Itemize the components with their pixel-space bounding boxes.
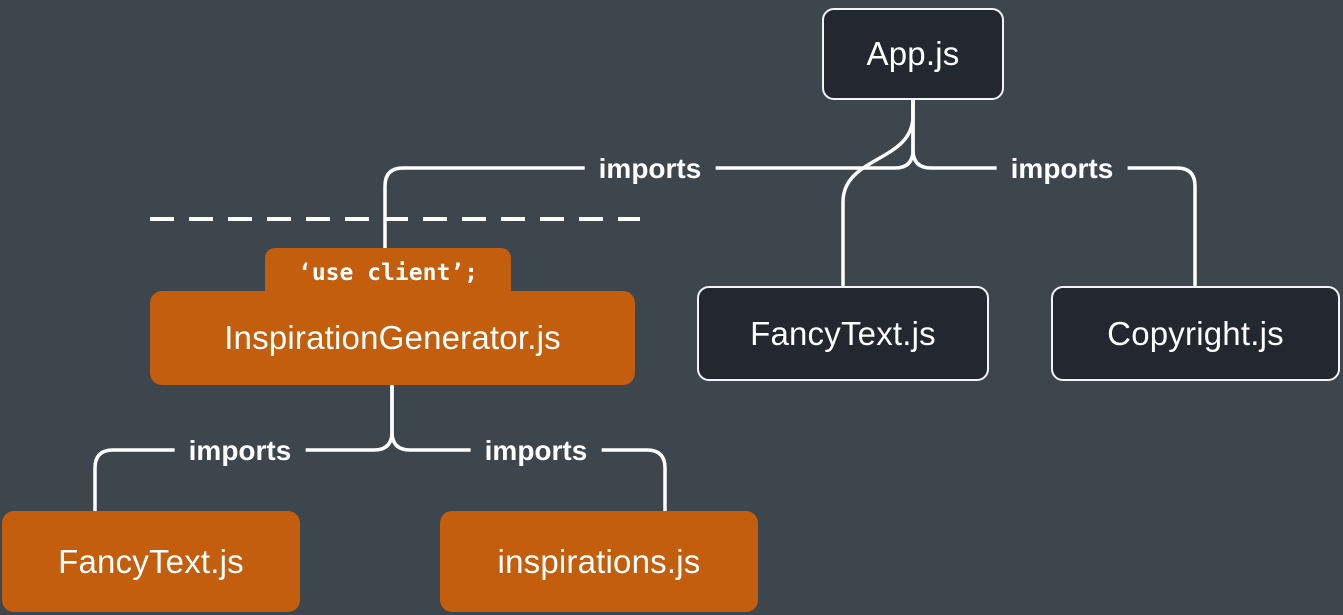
node-label-fancy-text-js-server: FancyText.js [750,314,936,352]
node-copyright-js: Copyright.js [1051,286,1340,381]
node-label-copyright-js: Copyright.js [1107,314,1284,352]
node-app-js: App.js [822,8,1004,100]
node-fancy-text-js-server: FancyText.js [697,286,989,381]
node-inspirations-js: inspirations.js [440,511,758,612]
connector-app-to-fancy-text [841,98,915,290]
edge-label-imports-inspirations: imports [470,432,602,470]
node-label-inspiration-generator-js: InspirationGenerator.js [224,319,561,356]
use-client-directive-tab: ‘use client’; [265,248,511,298]
node-label-fancy-text-js-client: FancyText.js [58,542,244,580]
edge-label-imports-copyright: imports [996,150,1128,188]
node-inspiration-generator-js: InspirationGenerator.js [150,291,635,385]
node-fancy-text-js-client: FancyText.js [2,511,300,612]
connector-app-to-copyright [911,98,1197,290]
edge-label-imports-fancy-text: imports [174,432,306,470]
node-label-app-js: App.js [866,35,960,72]
use-client-directive-text: ‘use client’; [297,260,478,286]
edge-label-imports-inspiration-generator: imports [584,150,716,188]
node-label-inspirations-js: inspirations.js [497,542,701,580]
